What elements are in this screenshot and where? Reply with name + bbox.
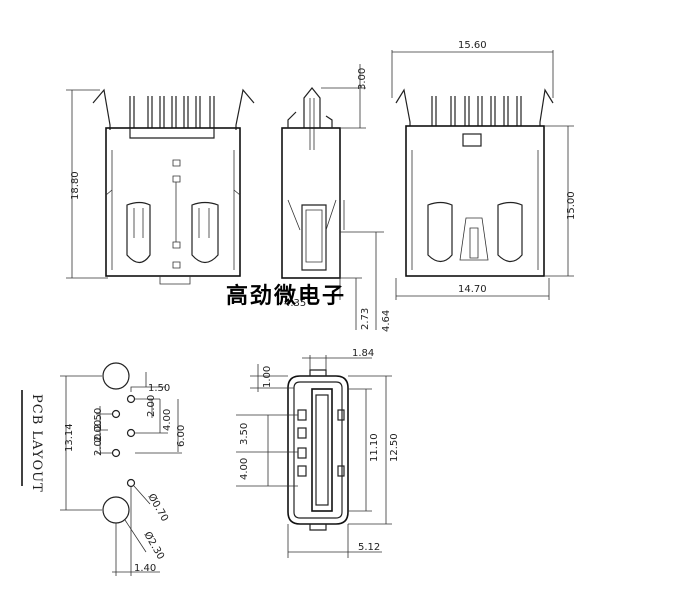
pcb-layout-label: PCB LAYOUT [29, 394, 44, 493]
back-view: 15.60 15.00 14.70 [391, 40, 577, 300]
back-width-dim: 15.60 [458, 40, 487, 51]
pcb-pin-hole: Ø0.70 [145, 492, 170, 524]
back-bottom-dim: 14.70 [458, 284, 487, 295]
side-depth-dim: 4.35 [284, 298, 306, 309]
pcb-e2: 2.00 [93, 420, 104, 442]
side-dim-b: 4.64 [381, 310, 392, 332]
side-view: 3.00 4.64 2.73 4.35 [281, 64, 392, 332]
pcb-e1: 2.50 [93, 408, 104, 430]
pcb-offset: 1.40 [134, 563, 156, 574]
pcb-layout: PCB LAYOUT 1.50 2.00 4.00 6.00 2.50 2.00… [21, 362, 187, 576]
pcb-d1: 2.00 [146, 395, 157, 417]
port-front-view: 1.84 1.00 3.50 4.00 11.10 12.50 5.12 [236, 348, 400, 558]
pcb-e3: 2.00 [93, 434, 104, 456]
front-view: 18.80 [66, 88, 255, 285]
port-pin-pitch-a: 3.50 [239, 423, 250, 445]
port-top-width: 1.84 [352, 348, 374, 359]
pcb-pitch-a: 1.50 [148, 383, 170, 394]
front-height-dim: 18.80 [70, 171, 81, 200]
side-top-dim: 3.00 [357, 68, 368, 90]
pcb-d3: 6.00 [176, 425, 187, 447]
port-bottom-width: 5.12 [358, 542, 380, 553]
side-dim-a: 2.73 [360, 308, 371, 330]
back-height-dim: 15.00 [566, 191, 577, 220]
port-outer-h: 12.50 [389, 433, 400, 462]
port-top-margin: 1.00 [262, 366, 273, 388]
pcb-peg-hole: Ø2.30 [141, 530, 166, 562]
brand-watermark: 高劲微电子 [226, 283, 346, 309]
pcb-overall: 13.14 [64, 423, 75, 452]
port-inner-h: 11.10 [369, 433, 380, 462]
pcb-d2: 4.00 [162, 409, 173, 431]
port-pin-pitch-b: 4.00 [239, 458, 250, 480]
